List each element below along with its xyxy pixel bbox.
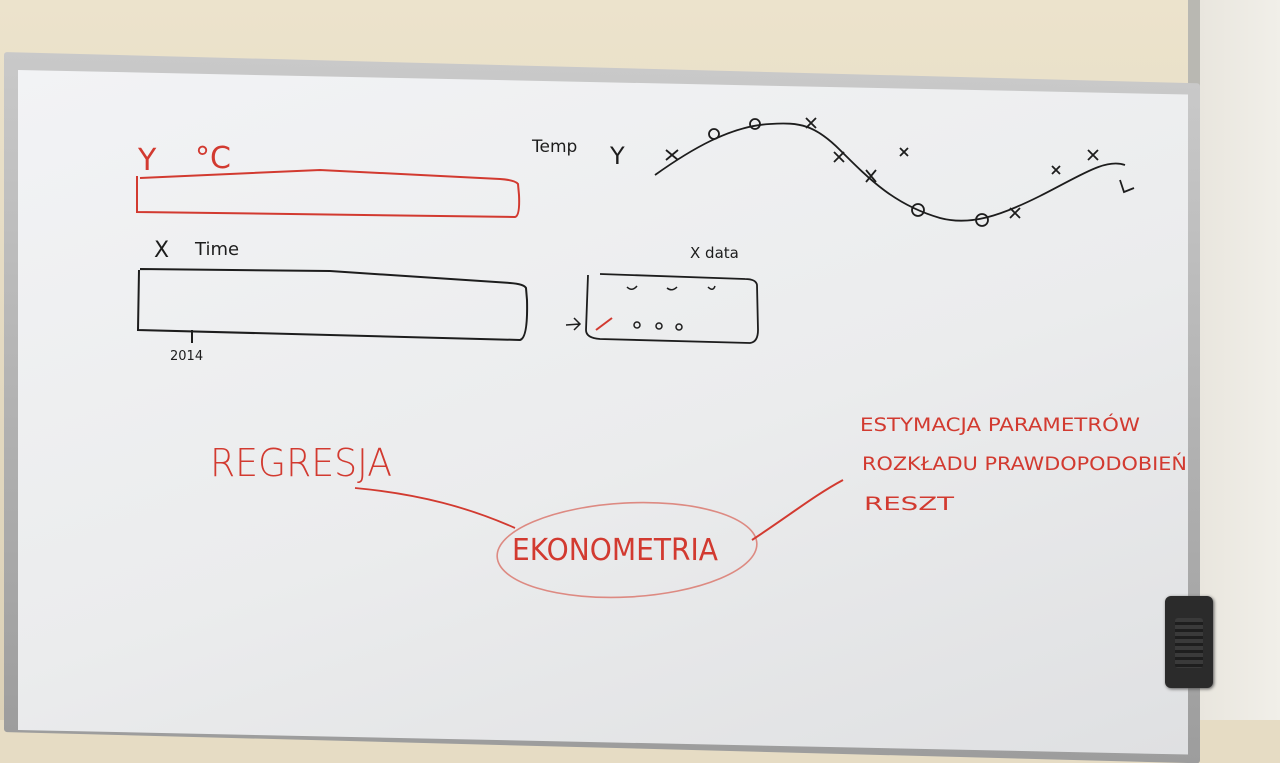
whiteboard-drawing: Y °C X Time 2014 Temp Y X data bbox=[136, 117, 1187, 599]
ekonometria-label: EKONOMETRIA bbox=[512, 533, 718, 568]
time-label: Time bbox=[194, 239, 239, 260]
cross-marker bbox=[665, 149, 679, 161]
y-label: Y bbox=[137, 143, 157, 178]
ekonometria-ellipse bbox=[496, 501, 758, 599]
regresja-label: REGRESJA bbox=[210, 441, 392, 485]
x-label: X bbox=[154, 238, 169, 263]
door bbox=[1200, 0, 1280, 720]
year-label: 2014 bbox=[170, 349, 203, 364]
cross-marker bbox=[865, 169, 877, 183]
data-tick bbox=[666, 286, 678, 291]
circle-marker bbox=[708, 128, 720, 140]
arrow-mark bbox=[565, 317, 582, 331]
red-y-box bbox=[136, 168, 521, 219]
red-slash-mark bbox=[595, 317, 613, 331]
topic-item: ROZKŁADU PRAWDOPODOBIEŃ bbox=[862, 452, 1187, 475]
cross-marker bbox=[899, 147, 909, 157]
curve-markers bbox=[665, 117, 1135, 227]
regresja-connector bbox=[354, 487, 516, 529]
cross-marker bbox=[1087, 149, 1099, 161]
cross-marker bbox=[833, 151, 845, 163]
curve-end-mark bbox=[1119, 179, 1135, 194]
data-point bbox=[633, 321, 641, 329]
temp-label: Temp bbox=[531, 137, 577, 157]
topic-item: ESTYMACJA PARAMETRÓW bbox=[860, 412, 1140, 436]
degrees-label: °C bbox=[195, 141, 231, 176]
xdata-box bbox=[585, 273, 759, 344]
data-tick bbox=[707, 285, 716, 290]
wall-dispenser bbox=[1165, 596, 1213, 688]
data-point bbox=[675, 323, 683, 331]
circle-marker bbox=[749, 118, 761, 130]
cross-marker bbox=[1009, 207, 1021, 219]
cross-marker bbox=[1051, 165, 1061, 175]
cross-marker bbox=[805, 117, 817, 129]
data-point bbox=[655, 322, 663, 330]
temp-y-label: Y bbox=[609, 142, 625, 170]
data-tick bbox=[626, 285, 638, 290]
temperature-curve bbox=[654, 122, 1126, 222]
topic-item: RESZT bbox=[864, 493, 955, 515]
time-box bbox=[136, 268, 529, 342]
circle-marker bbox=[975, 213, 989, 227]
topics-connector bbox=[751, 479, 844, 541]
xdata-label: X data bbox=[690, 244, 739, 262]
xdata-points bbox=[565, 285, 716, 331]
circle-marker bbox=[911, 203, 925, 217]
